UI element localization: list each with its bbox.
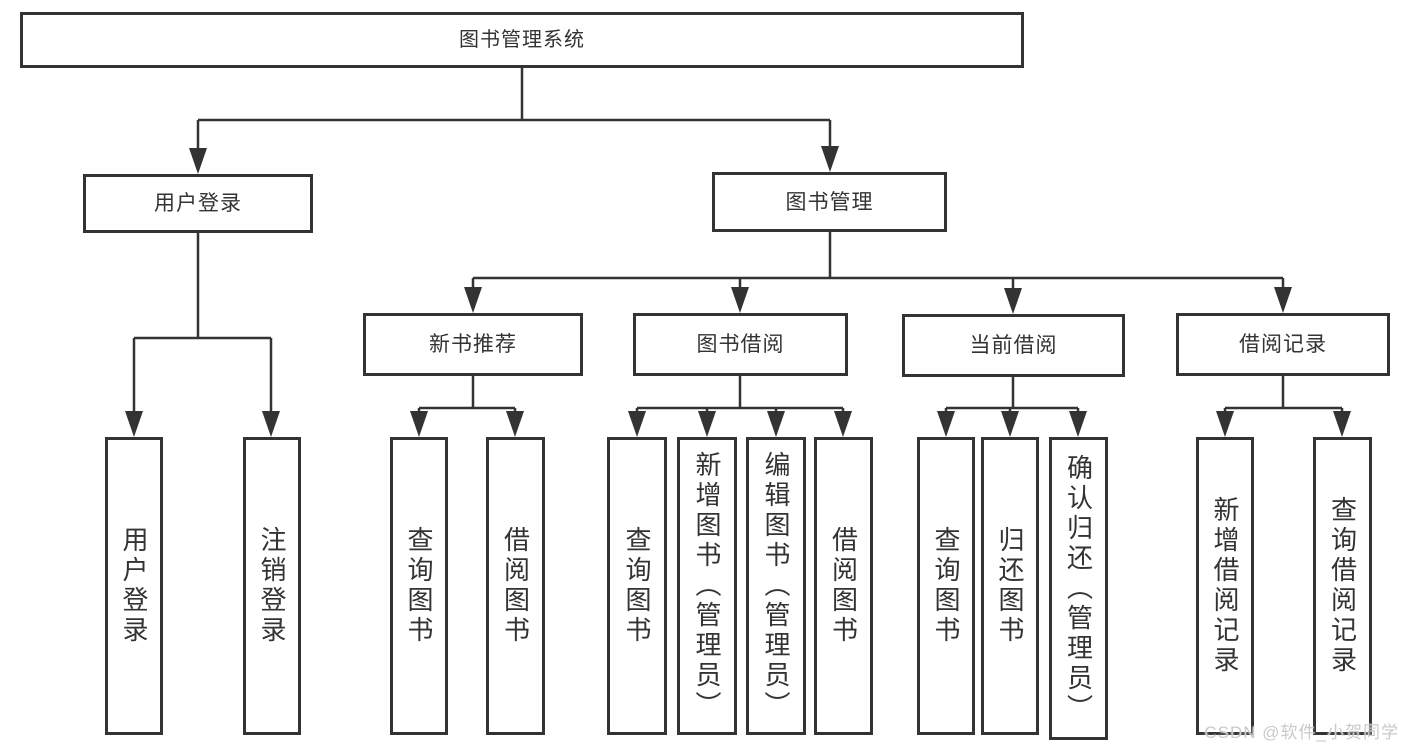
leaf-confirm-return-admin: 确认归还（管理员）	[1049, 437, 1108, 740]
node-label: 归还图书	[995, 526, 1025, 646]
leaf-query-books-current: 查询图书	[917, 437, 975, 735]
node-label: 用户登录	[119, 526, 149, 646]
node-label: 图书借阅	[696, 333, 785, 356]
connector-new-book-branch	[417, 376, 517, 433]
connector-root-branch	[196, 68, 832, 170]
node-label: 注销登录	[257, 526, 287, 646]
node-label: 新书推荐	[429, 333, 517, 356]
leaf-edit-book-admin: 编辑图书（管理员）	[746, 437, 806, 735]
node-borrowing-records: 借阅记录	[1176, 313, 1390, 376]
node-label: 查询借阅记录	[1327, 496, 1358, 676]
node-current-borrowing: 当前借阅	[902, 314, 1125, 377]
node-label: 编辑图书（管理员）	[761, 451, 791, 721]
node-label: 查询图书	[622, 526, 652, 646]
node-label: 借阅记录	[1239, 333, 1327, 356]
node-label: 新增图书（管理员）	[692, 451, 722, 721]
node-label: 当前借阅	[969, 334, 1058, 357]
leaf-borrow-books-recommend: 借阅图书	[486, 437, 545, 735]
leaf-user-login: 用户登录	[105, 437, 163, 735]
leaf-query-books-recommend: 查询图书	[390, 437, 448, 735]
leaf-logout: 注销登录	[243, 437, 301, 735]
node-label: 查询图书	[931, 526, 961, 646]
connector-book-mgmt-branch	[471, 232, 1285, 309]
leaf-add-book-admin: 新增图书（管理员）	[677, 437, 737, 735]
node-book-management: 图书管理	[712, 172, 947, 232]
node-label: 借阅图书	[828, 526, 859, 646]
node-new-book-recommendation: 新书推荐	[363, 313, 583, 376]
node-label: 新增借阅记录	[1210, 496, 1240, 676]
node-user-login: 用户登录	[83, 174, 313, 233]
connector-borrow-record-branch	[1223, 376, 1344, 433]
connector-user-login-branch	[132, 233, 273, 433]
node-label: 用户登录	[154, 192, 242, 215]
node-label: 借阅图书	[500, 526, 531, 646]
csdn-watermark: CSDN @软件_小贺同学	[1204, 723, 1399, 742]
connector-book-borrow-branch	[635, 376, 845, 433]
node-book-borrowing: 图书借阅	[633, 313, 848, 376]
node-label: 图书管理	[785, 190, 874, 214]
leaf-add-borrow-record: 新增借阅记录	[1196, 437, 1254, 735]
node-label: 查询图书	[404, 526, 434, 646]
arrowheads	[125, 146, 1351, 437]
leaf-query-books-borrow: 查询图书	[607, 437, 667, 735]
leaf-return-book: 归还图书	[981, 437, 1039, 735]
node-label: 图书管理系统	[459, 29, 585, 51]
leaf-query-borrow-record: 查询借阅记录	[1313, 437, 1372, 735]
leaf-borrow-books: 借阅图书	[814, 437, 873, 735]
node-library-management-system: 图书管理系统	[20, 12, 1024, 68]
node-label: 确认归还（管理员）	[1063, 453, 1094, 724]
